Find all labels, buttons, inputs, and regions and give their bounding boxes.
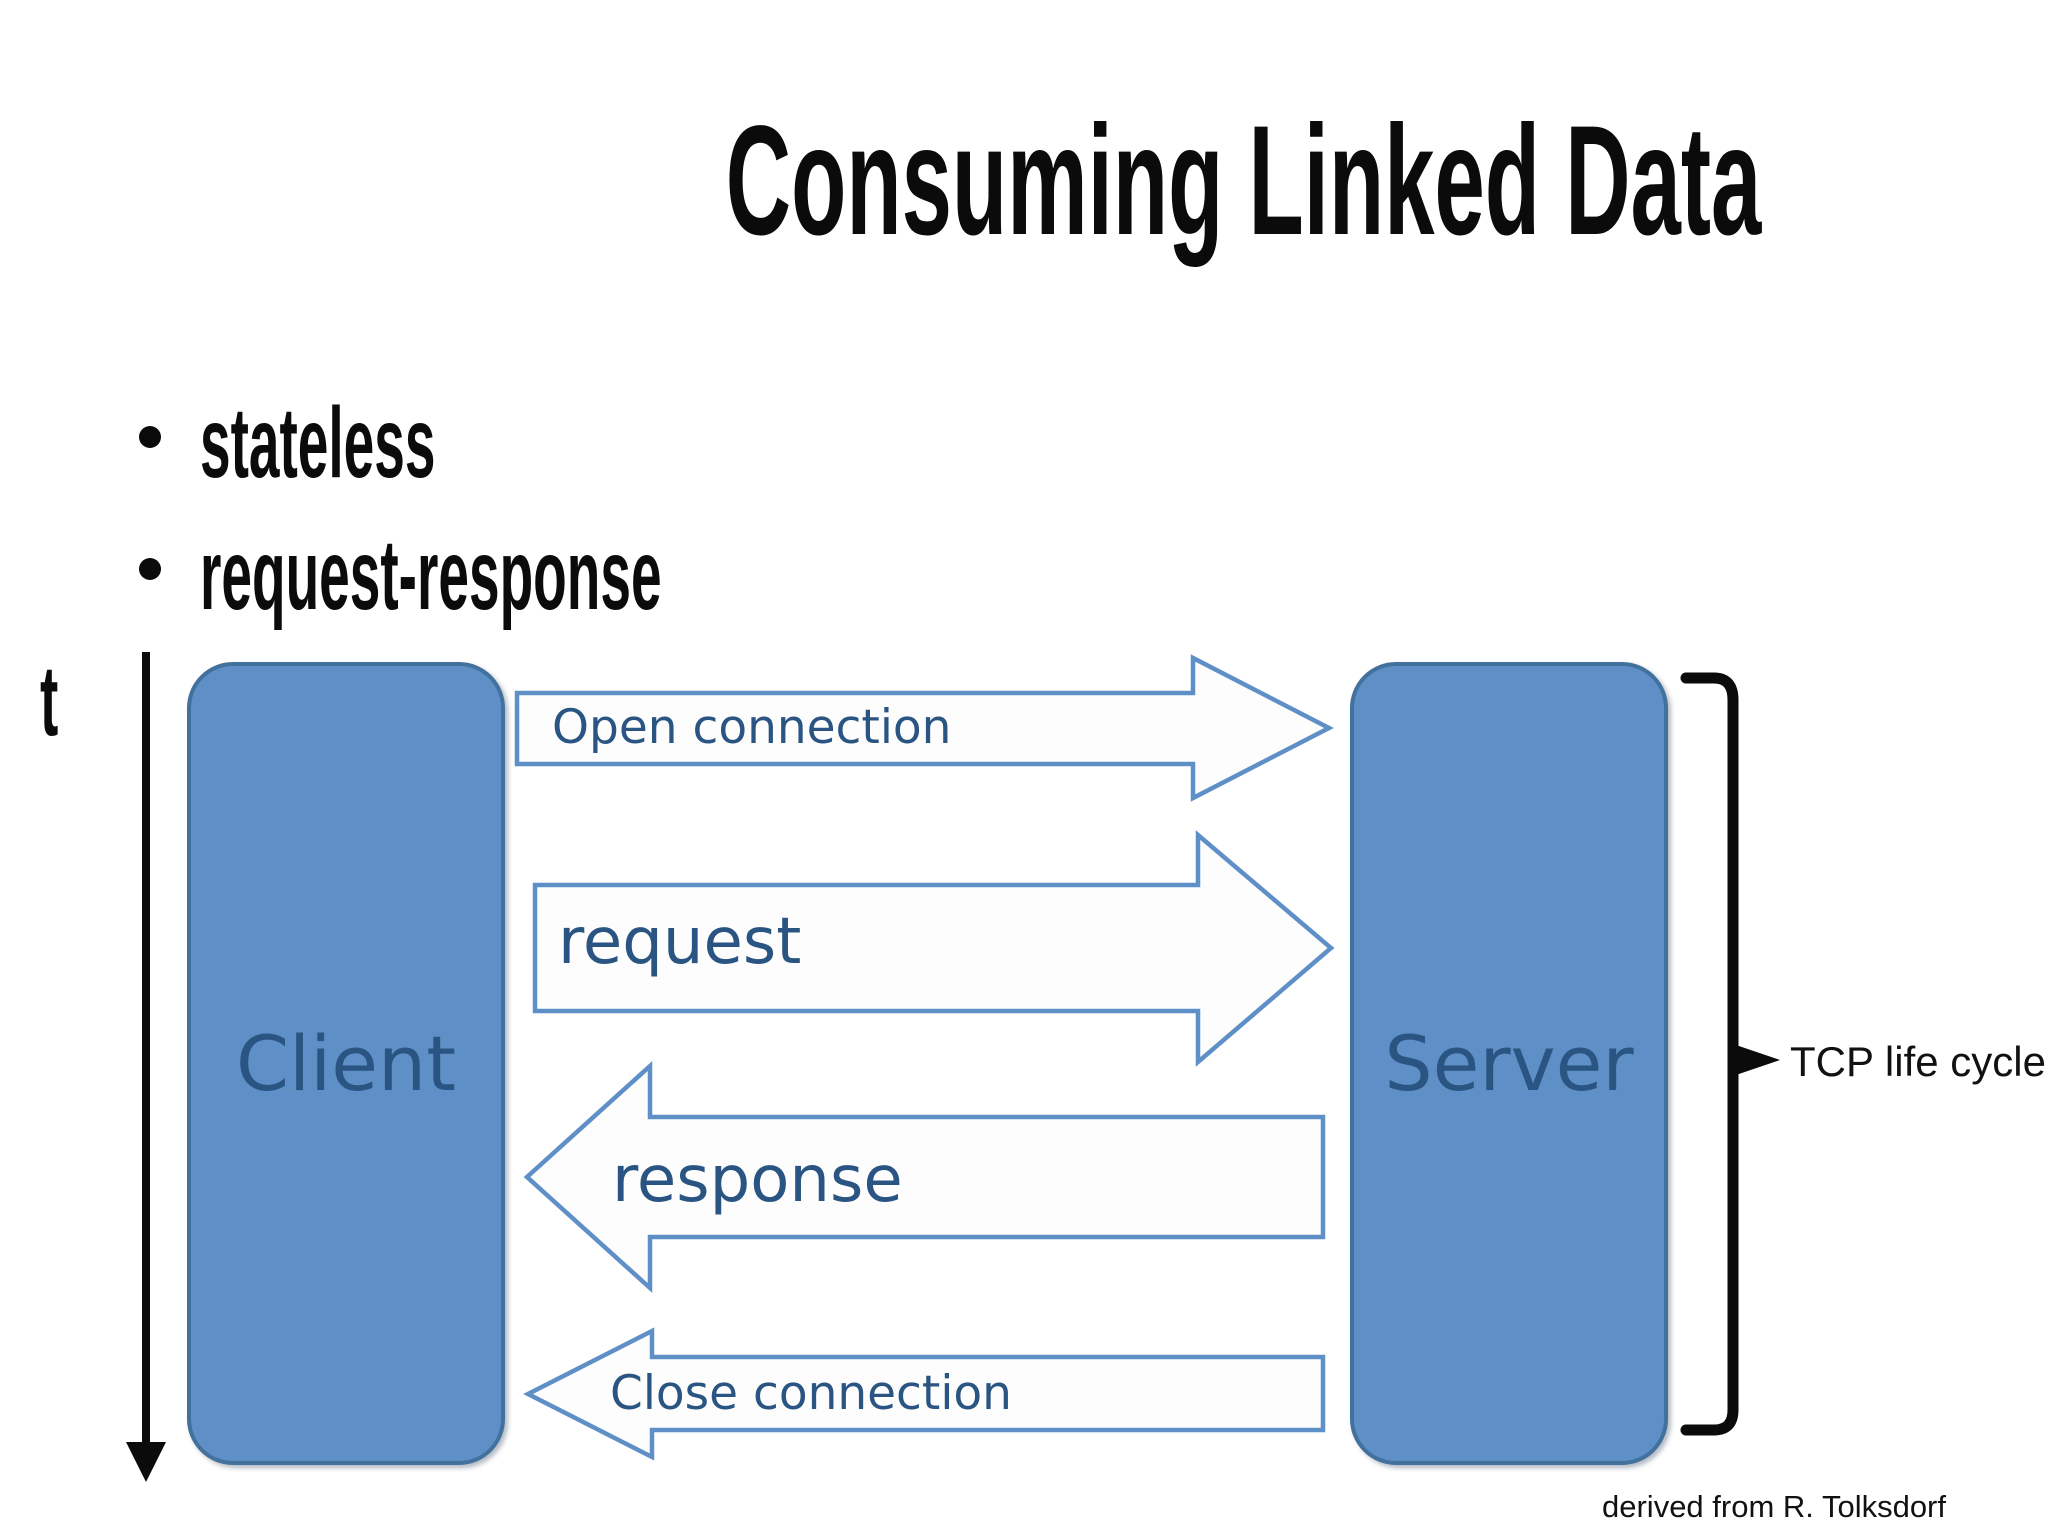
- attribution-text: derived from R. Tolksdorf: [1602, 1489, 1946, 1524]
- time-axis-label: t: [40, 645, 59, 757]
- arrow-label-response: response: [612, 1143, 903, 1217]
- arrow-label-close-connection: Close connection: [610, 1366, 1012, 1421]
- arrow-close-connection-shape: [523, 1327, 1326, 1461]
- arrow-label-open-connection: Open connection: [552, 700, 952, 755]
- arrow-response-shape: [523, 1060, 1326, 1294]
- tcp-bracket: [1680, 672, 1739, 1436]
- arrow-request-shape: [532, 830, 1335, 1067]
- bullet-item-request-response: request-response: [200, 519, 662, 631]
- client-box: Client: [187, 662, 505, 1465]
- client-label: Client: [235, 1019, 457, 1108]
- server-box: Server: [1350, 662, 1668, 1465]
- bullet-dot: [139, 426, 161, 448]
- arrow-label-request: request: [558, 905, 802, 979]
- bullet-dot: [139, 558, 161, 580]
- time-axis-arrowhead-icon: [126, 1442, 166, 1482]
- tcp-lifecycle-label: TCP life cycle: [1790, 1038, 2046, 1085]
- tcp-bracket-pointer-icon: [1733, 1044, 1780, 1076]
- server-label: Server: [1384, 1019, 1634, 1108]
- arrow-open-connection-shape: [514, 654, 1334, 802]
- bullet-item-stateless: stateless: [200, 387, 436, 499]
